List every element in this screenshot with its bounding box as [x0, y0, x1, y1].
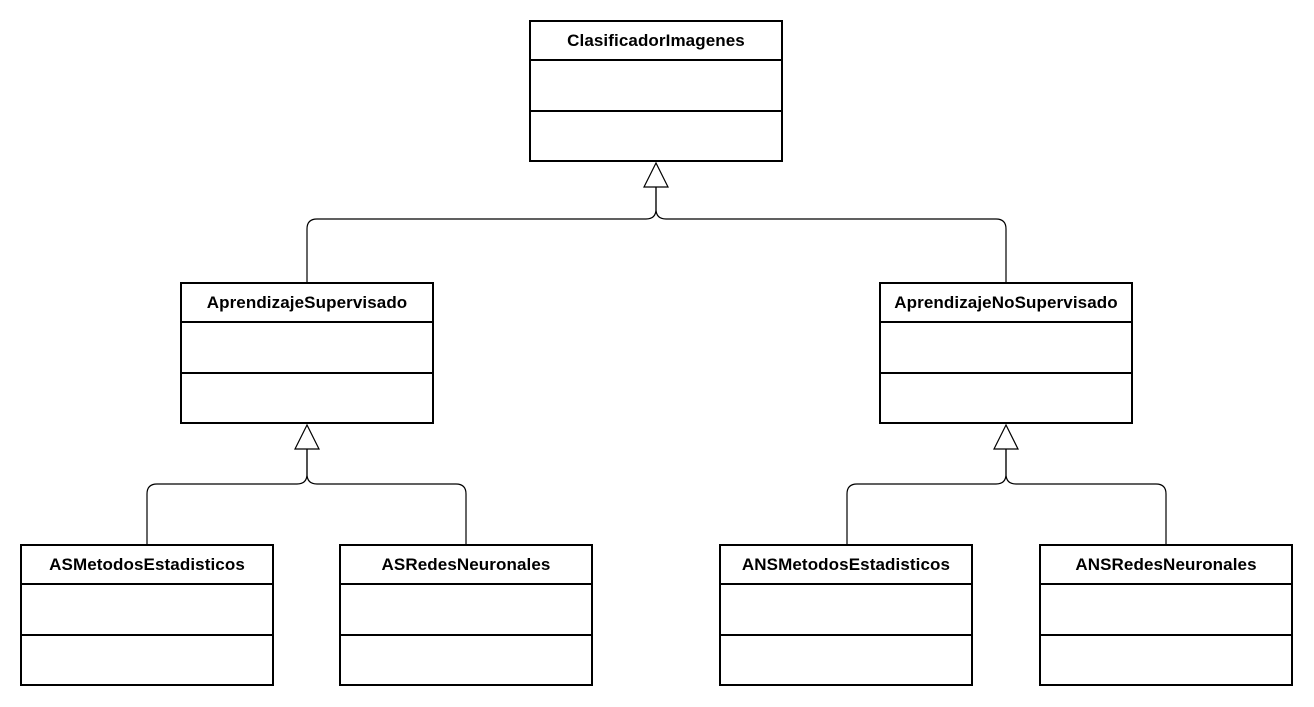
class-name: AprendizajeNoSupervisado	[881, 284, 1131, 323]
class-as-metodos-estadisticos[interactable]: ASMetodosEstadisticos	[20, 544, 274, 686]
generalization-as-metodos-to-supervisado	[146, 449, 308, 545]
attributes-compartment	[881, 323, 1131, 374]
class-aprendizaje-supervisado[interactable]: AprendizajeSupervisado	[180, 282, 434, 424]
attributes-compartment	[1041, 585, 1291, 636]
generalization-ans-metodos-to-no-supervisado	[846, 449, 1007, 545]
class-ans-redes-neuronales[interactable]: ANSRedesNeuronales	[1039, 544, 1293, 686]
class-name: ASMetodosEstadisticos	[22, 546, 272, 585]
class-name: AprendizajeSupervisado	[182, 284, 432, 323]
operations-compartment	[22, 636, 272, 686]
class-name: ASRedesNeuronales	[341, 546, 591, 585]
operations-compartment	[341, 636, 591, 686]
generalization-supervisado-to-clasificador	[306, 187, 657, 283]
attributes-compartment	[721, 585, 971, 636]
inheritance-arrowhead-supervisado	[294, 423, 320, 450]
class-aprendizaje-no-supervisado[interactable]: AprendizajeNoSupervisado	[879, 282, 1133, 424]
generalization-no-supervisado-to-clasificador	[655, 187, 1007, 283]
class-ans-metodos-estadisticos[interactable]: ANSMetodosEstadisticos	[719, 544, 973, 686]
inheritance-arrowhead-no-supervisado	[993, 423, 1019, 450]
attributes-compartment	[341, 585, 591, 636]
class-name: ClasificadorImagenes	[531, 22, 781, 61]
generalization-ans-redes-to-no-supervisado	[1005, 449, 1167, 545]
operations-compartment	[182, 374, 432, 424]
class-clasificador-imagenes[interactable]: ClasificadorImagenes	[529, 20, 783, 162]
generalization-as-redes-to-supervisado	[306, 449, 467, 545]
inheritance-arrowhead-clasificador	[643, 161, 669, 188]
class-name: ANSMetodosEstadisticos	[721, 546, 971, 585]
operations-compartment	[721, 636, 971, 686]
attributes-compartment	[531, 61, 781, 112]
operations-compartment	[881, 374, 1131, 424]
class-as-redes-neuronales[interactable]: ASRedesNeuronales	[339, 544, 593, 686]
class-name: ANSRedesNeuronales	[1041, 546, 1291, 585]
operations-compartment	[1041, 636, 1291, 686]
attributes-compartment	[182, 323, 432, 374]
attributes-compartment	[22, 585, 272, 636]
operations-compartment	[531, 112, 781, 162]
